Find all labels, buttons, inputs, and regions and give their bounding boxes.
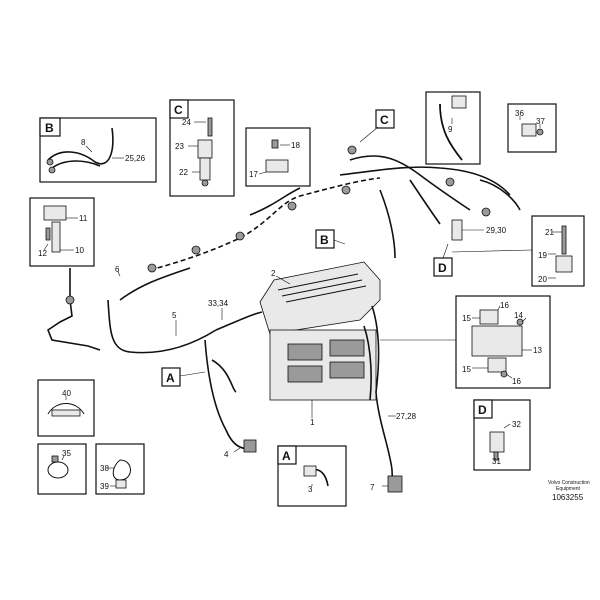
callout-29-30: 29,30 <box>486 226 507 235</box>
callout-13: 13 <box>533 346 542 355</box>
callout-8: 8 <box>81 138 86 147</box>
detail-letter-a: A <box>282 449 291 463</box>
credit-line-1: Volvo Construction <box>548 480 590 486</box>
main-harness: 6 <box>47 145 521 354</box>
callout-39: 39 <box>100 482 109 491</box>
ecu-control-unit: 1 2 <box>259 261 381 427</box>
detail-letter-d: D <box>478 403 487 417</box>
doc-number: 1063255 <box>552 493 584 502</box>
detail-box-38-39: 38 39 <box>95 443 145 495</box>
callout-33-34: 33,34 <box>208 299 229 308</box>
detail-box-9: 9 <box>425 91 481 165</box>
callout-24: 24 <box>182 118 191 127</box>
detail-box-40: 40 <box>37 379 95 437</box>
detail-box-b: B 8 25,26 <box>39 117 157 183</box>
credit-line-2: Equipment <box>556 486 581 492</box>
callout-flag-a: A <box>161 367 206 387</box>
callout-12: 12 <box>38 249 47 258</box>
callout-27-28: 27,28 <box>396 412 417 421</box>
detail-box-36-37: 36 37 <box>507 103 557 153</box>
callout-36: 36 <box>515 109 524 118</box>
detail-box-sensor-17-18: 18 17 <box>245 127 311 187</box>
callout-23: 23 <box>175 142 184 151</box>
callout-1: 1 <box>310 418 315 427</box>
callout-18: 18 <box>291 141 300 150</box>
detail-box-35: 35 <box>37 443 87 495</box>
detail-box-c: C 24 23 22 <box>169 99 235 197</box>
callout-10: 10 <box>75 246 84 255</box>
callout-16a: 16 <box>500 301 509 310</box>
callout-2: 2 <box>271 269 276 278</box>
callout-17: 17 <box>249 170 258 179</box>
flag-letter-c: C <box>380 113 389 127</box>
flag-letter-b: B <box>320 233 329 247</box>
callout-19: 19 <box>538 251 547 260</box>
callout-4: 4 <box>224 450 229 459</box>
callout-3: 3 <box>308 485 313 494</box>
detail-box-10-11-12: 11 12 10 <box>29 197 95 267</box>
callout-25-26: 25,26 <box>125 154 146 163</box>
flag-letter-d: D <box>438 261 447 275</box>
callout-16b: 16 <box>512 377 521 386</box>
callout-flag-d: D <box>433 243 453 277</box>
leader-to-detail-19-21 <box>451 249 533 253</box>
detail-box-d: D 32 31 <box>473 399 531 471</box>
callout-6: 6 <box>115 265 120 274</box>
callout-20: 20 <box>538 275 547 284</box>
callout-14: 14 <box>514 311 523 320</box>
callout-32: 32 <box>512 420 521 429</box>
callout-7: 7 <box>370 483 375 492</box>
callout-21: 21 <box>545 228 554 237</box>
callout-38: 38 <box>100 464 109 473</box>
detail-letter-c: C <box>174 103 183 117</box>
ecu-wires: 4 7 27,28 5 33,34 <box>172 299 417 493</box>
callout-15b: 15 <box>462 365 471 374</box>
callout-5: 5 <box>172 311 177 320</box>
callout-37: 37 <box>536 117 545 126</box>
detail-box-a: A 3 <box>277 445 347 507</box>
flag-letter-a: A <box>166 371 175 385</box>
callout-35: 35 <box>62 449 71 458</box>
callout-31: 31 <box>492 457 501 466</box>
callout-11: 11 <box>79 214 88 223</box>
callout-15a: 15 <box>462 314 471 323</box>
detail-box-19-20-21: 21 19 20 <box>531 215 585 287</box>
detail-box-13-16: 16 15 14 13 15 16 <box>455 295 551 389</box>
callout-flag-b: B <box>315 229 346 249</box>
sensor-29-30: 29,30 <box>451 219 507 241</box>
callout-9: 9 <box>448 125 453 134</box>
callout-40: 40 <box>62 389 71 398</box>
callout-flag-c: C <box>359 109 395 143</box>
detail-letter-b: B <box>45 121 54 135</box>
callout-22: 22 <box>179 168 188 177</box>
